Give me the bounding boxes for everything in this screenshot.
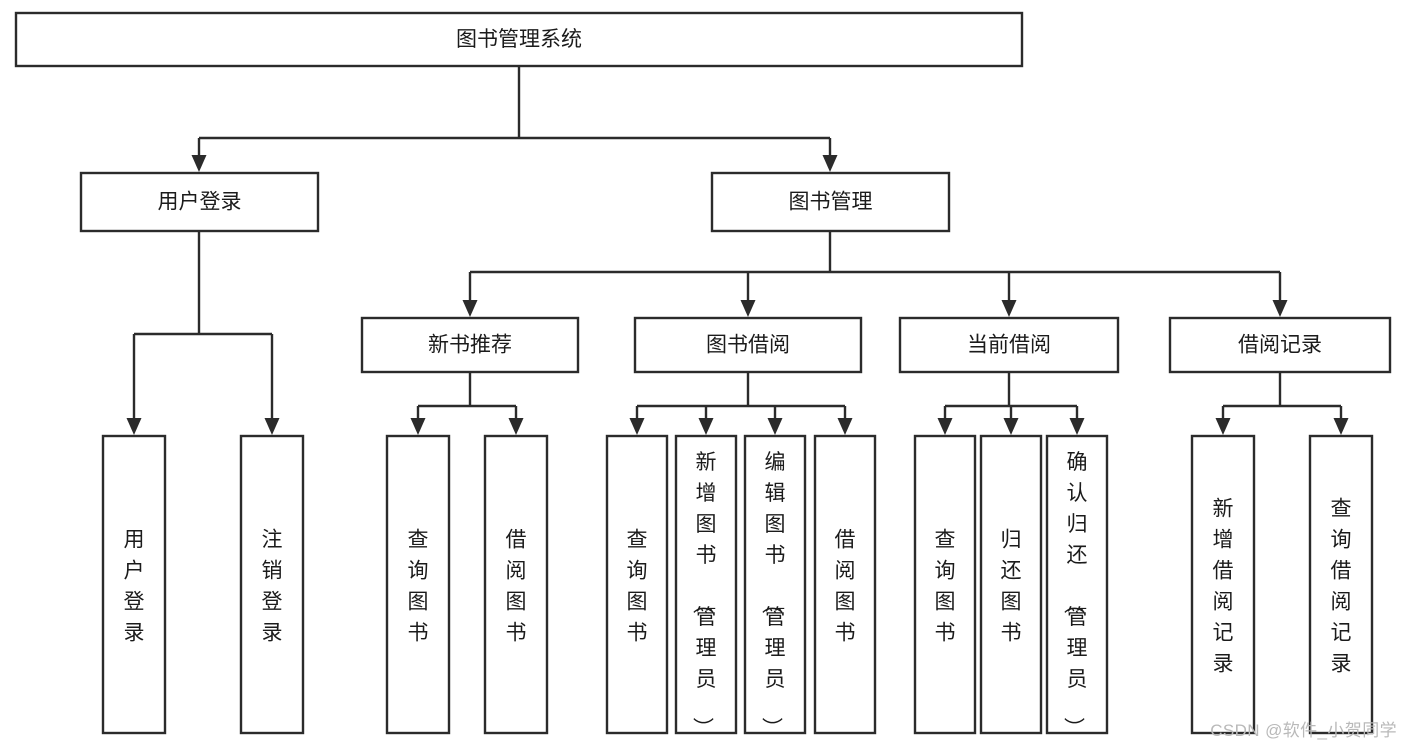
node-label-leaf-query-book-2: 查询图书 [627, 529, 648, 645]
arrow-head-icon [767, 418, 783, 435]
node-label-new-book-recommend: 新书推荐 [428, 334, 512, 357]
node-label-leaf-add-record: 新增借阅记录 [1213, 498, 1234, 676]
node-box-new-book-recommend[interactable] [360, 316, 580, 374]
node-box-leaf-borrow-book-1[interactable] [483, 434, 549, 735]
arrow-head-icon [740, 300, 756, 317]
node-box-book-manage[interactable] [710, 171, 951, 233]
arrow-head-icon [462, 300, 478, 317]
node-box-leaf-edit-book[interactable] [743, 434, 807, 735]
node-box-leaf-logout[interactable] [239, 434, 305, 735]
arrow-head-icon [937, 418, 953, 435]
node-label-leaf-borrow-book-2: 借阅图书 [835, 529, 856, 645]
node-label-leaf-user-login: 用户登录 [124, 529, 145, 645]
node-label-leaf-add-book: 新增图书（管理员） [691, 451, 717, 738]
arrow-head-icon [264, 418, 280, 435]
node-box-leaf-add-book[interactable] [674, 434, 738, 735]
node-box-leaf-user-login[interactable] [101, 434, 167, 735]
node-leaf-query-book-3[interactable]: 查询图书 [913, 434, 977, 735]
arrow-head-icon [410, 418, 426, 435]
node-label-book-manage: 图书管理 [789, 191, 873, 214]
node-leaf-borrow-book-2[interactable]: 借阅图书 [813, 434, 877, 735]
node-borrow-record[interactable]: 借阅记录 [1168, 316, 1392, 374]
connector-c-borrowrecord-split [1215, 372, 1349, 435]
node-label-root: 图书管理系统 [456, 28, 582, 51]
arrow-head-icon [837, 418, 853, 435]
arrow-head-icon [1003, 418, 1019, 435]
node-box-user-login[interactable] [79, 171, 320, 233]
connector-c-bookmanage-split [462, 231, 1288, 317]
node-label-leaf-edit-book: 编辑图书（管理员） [760, 451, 786, 738]
node-layer: 图书管理系统用户登录图书管理新书推荐图书借阅当前借阅借阅记录用户登录注销登录查询… [14, 11, 1392, 738]
node-box-book-borrow[interactable] [633, 316, 863, 374]
node-label-leaf-query-book-1: 查询图书 [408, 529, 429, 645]
node-label-book-borrow: 图书借阅 [706, 334, 790, 357]
node-leaf-confirm-return[interactable]: 确认归还（管理员） [1045, 434, 1109, 738]
node-box-leaf-query-book-3[interactable] [913, 434, 977, 735]
node-new-book-recommend[interactable]: 新书推荐 [360, 316, 580, 374]
arrow-head-icon [191, 155, 207, 172]
node-box-current-borrow[interactable] [898, 316, 1120, 374]
connector-c-newbook-split [410, 372, 524, 435]
arrow-head-icon [698, 418, 714, 435]
node-box-leaf-query-book-1[interactable] [385, 434, 451, 735]
node-leaf-query-book-2[interactable]: 查询图书 [605, 434, 669, 735]
node-leaf-borrow-book-1[interactable]: 借阅图书 [483, 434, 549, 735]
node-box-leaf-borrow-book-2[interactable] [813, 434, 877, 735]
node-box-leaf-return-book[interactable] [979, 434, 1043, 735]
connector-layer [126, 66, 1349, 435]
node-box-leaf-query-record[interactable] [1308, 434, 1374, 735]
node-box-leaf-confirm-return[interactable] [1045, 434, 1109, 735]
connector-c-currentborrow-split [937, 372, 1085, 435]
node-label-leaf-query-record: 查询借阅记录 [1331, 498, 1352, 676]
node-label-leaf-confirm-return: 确认归还（管理员） [1062, 451, 1088, 738]
node-box-leaf-add-record[interactable] [1190, 434, 1256, 735]
node-label-leaf-borrow-book-1: 借阅图书 [506, 529, 527, 645]
node-label-leaf-logout: 注销登录 [262, 529, 283, 645]
node-label-leaf-return-book: 归还图书 [1001, 529, 1022, 645]
node-leaf-query-book-1[interactable]: 查询图书 [385, 434, 451, 735]
arrow-head-icon [126, 418, 142, 435]
node-box-borrow-record[interactable] [1168, 316, 1392, 374]
node-book-manage[interactable]: 图书管理 [710, 171, 951, 233]
arrow-head-icon [822, 155, 838, 172]
arrow-head-icon [1069, 418, 1085, 435]
node-label-borrow-record: 借阅记录 [1238, 334, 1322, 357]
node-box-leaf-query-book-2[interactable] [605, 434, 669, 735]
node-leaf-return-book[interactable]: 归还图书 [979, 434, 1043, 735]
arrow-head-icon [1333, 418, 1349, 435]
node-label-current-borrow: 当前借阅 [967, 334, 1051, 357]
connector-c-root-split [191, 66, 838, 172]
node-user-login[interactable]: 用户登录 [79, 171, 320, 233]
node-box-root[interactable] [14, 11, 1024, 68]
node-leaf-edit-book[interactable]: 编辑图书（管理员） [743, 434, 807, 738]
node-leaf-user-login[interactable]: 用户登录 [101, 434, 167, 735]
node-current-borrow[interactable]: 当前借阅 [898, 316, 1120, 374]
arrow-head-icon [1001, 300, 1017, 317]
connector-c-bookborrow-split [629, 372, 853, 435]
node-leaf-logout[interactable]: 注销登录 [239, 434, 305, 735]
arrow-head-icon [1215, 418, 1231, 435]
arrow-head-icon [629, 418, 645, 435]
node-label-leaf-query-book-3: 查询图书 [935, 529, 956, 645]
node-book-borrow[interactable]: 图书借阅 [633, 316, 863, 374]
arrow-head-icon [508, 418, 524, 435]
node-label-user-login: 用户登录 [158, 191, 242, 214]
node-root[interactable]: 图书管理系统 [14, 11, 1024, 68]
connector-c-userlogin-split [126, 231, 280, 435]
node-leaf-add-book[interactable]: 新增图书（管理员） [674, 434, 738, 738]
node-leaf-query-record[interactable]: 查询借阅记录 [1308, 434, 1374, 735]
node-leaf-add-record[interactable]: 新增借阅记录 [1190, 434, 1256, 735]
arrow-head-icon [1272, 300, 1288, 317]
